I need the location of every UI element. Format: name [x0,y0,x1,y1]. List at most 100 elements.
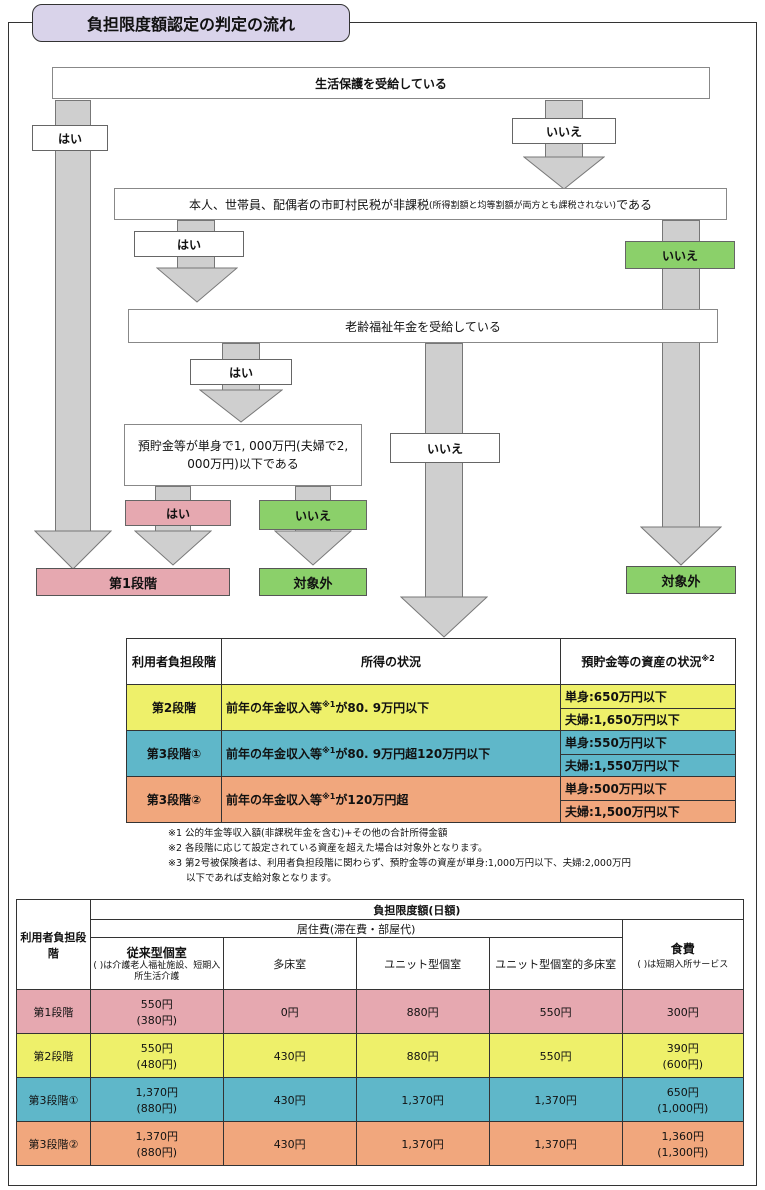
income-pre: 前年の年金収入等 [226,747,323,761]
header-stage: 利用者負担段階 [126,638,222,685]
cell: 1,370円 [355,1077,490,1122]
food-sub: ( )は短期入所サービス [637,959,729,970]
income-pre: 前年の年金収入等 [226,701,323,715]
cell: 1,370円 [488,1121,623,1166]
val: 390円 [666,1041,699,1055]
question-old-age-pension: 老齢福祉年金を受給している [128,309,718,343]
income-sup: ※1 [322,792,336,801]
table-row: 第2段階 550円 (480円) 430円 880円 550円 390円 (600円… [16,1033,745,1078]
header-col-private: 従来型個室( )は介護老人福祉施設、短期入所生活介護 [89,937,224,990]
val-sub: (380円) [136,1013,178,1027]
cell: 430円 [222,1077,357,1122]
arrow-head [34,530,112,570]
stage-cell: 第3段階② [126,776,222,823]
income-cell: 前年の年金収入等※1が80. 9万円超120万円以下 [221,730,561,777]
header-limit: 負担限度額(日額) [89,899,745,920]
cell: 550円 [488,1033,623,1078]
cell: 0円 [222,989,357,1034]
arrow-head [199,389,283,423]
result-stage-1: 第1段階 [36,568,230,596]
label-no: いいえ [625,241,735,269]
question-tax-exempt: 本人、世帯員、配偶者の市町村民税が非課税(所得割額と均等割額が両方とも課税されな… [114,188,727,220]
table-row: 第3段階① 前年の年金収入等※1が80. 9万円超120万円以下 単身:550万… [126,730,736,777]
stage-cell: 第3段階① [126,730,222,777]
single-cell: 単身:500万円以下 [560,776,736,801]
outer-frame [8,22,757,1186]
header-assets: 預貯金等の資産の状況※2 [560,638,736,685]
arrow-body [425,343,463,599]
cell: 550円 [488,989,623,1034]
col-main: 従来型個室 [126,946,187,960]
header-assets-sup: ※2 [701,654,715,663]
arrow-head [274,530,352,566]
cell: 1,370円 (880円) [89,1121,224,1166]
note-2: ※2 各段階に応じて設定されている資産を超えた場合は対象外となります。 [168,843,488,854]
food-cell: 650円(1,000円) [621,1077,745,1122]
arrow-head [156,267,238,303]
label-yes: はい [125,500,231,526]
header-assets-label: 預貯金等の資産の状況 [581,655,702,669]
val: 1,370円 [135,1129,179,1143]
arrow-body [55,100,91,532]
arrow-head [523,156,605,190]
cell: 550円 (380円) [89,989,224,1034]
val: 550円 [140,1041,173,1055]
label-no: いいえ [259,500,367,530]
val: 1,370円 [135,1085,179,1099]
couple-cell: 夫婦:1,650万円以下 [560,708,736,731]
val-sub: (880円) [136,1101,178,1115]
income-post: が80. 9万円超120万円以下 [335,747,491,761]
cell: 880円 [355,989,490,1034]
table-row: 第2段階 前年の年金収入等※1が80. 9万円以下 単身:650万円以下 [126,684,736,731]
label-no: いいえ [512,118,616,144]
val: 1,360円 [661,1129,705,1143]
note-3: ※3 第2号被保険者は、利用者負担段階に関わらず、預貯金等の資産が単身:1,00… [168,858,632,869]
header-housing: 居住費(滞在費・部屋代) [89,919,623,938]
header-col-unit-private: ユニット型個室 [355,937,490,990]
label-yes: はい [134,231,244,257]
income-sup: ※1 [322,746,336,755]
table-row: 第3段階① 1,370円(880円) 430円 1,370円 1,370円 65… [16,1077,745,1122]
cell: 880円 [355,1033,490,1078]
table-row: 第1段階 550円(380円) 0円 880円 550円 300円 [16,989,745,1034]
stage-cell: 第2段階 [16,1033,91,1078]
table-row: 第3段階② 1,370円(880円) 430円 1,370円 1,370円 1,… [16,1121,745,1166]
val-sub: (1,300円) [657,1145,709,1159]
question-savings: 預貯金等が単身で1, 000万円(夫婦で2, 000万円)以下である [124,424,362,486]
single-cell: 単身:650万円以下 [560,684,736,709]
food-label: 食費 [670,941,695,956]
header-stage: 利用者負担段階 [16,899,91,990]
income-asset-table: 利用者負担段階 所得の状況 預貯金等の資産の状況※2 第2段階 前年の年金収入等… [126,638,736,823]
arrow-head [134,530,212,566]
val: 550円 [140,997,173,1011]
arrow-head [640,526,722,566]
income-post: が120万円超 [335,793,409,807]
val-sub: (480円) [136,1057,178,1071]
table-row: 第3段階② 前年の年金収入等※1が120万円超 単身:500万円以下 [126,776,736,823]
couple-cell: 夫婦:1,550万円以下 [560,754,736,777]
q2-note: (所得割額と均等割額が両方とも課税されない) [429,200,617,211]
label-yes: はい [190,359,292,385]
val-sub: (600円) [662,1057,704,1071]
stage-cell: 第2段階 [126,684,222,731]
page-title: 負担限度額認定の判定の流れ [32,4,350,42]
val-sub: (1,000円) [657,1101,709,1115]
income-cell: 前年の年金収入等※1が120万円超 [221,776,561,823]
question-welfare: 生活保護を受給している [52,67,710,99]
cell: 430円 [222,1121,357,1166]
label-no: いいえ [390,433,500,463]
result-exempt: 対象外 [259,568,367,596]
footnotes: ※1 公的年金等収入額(非課税年金を含む)+その他の合計所得金額 ※2 各段階に… [168,826,748,886]
note-3-cont: 以下であれば支給対象となります。 [186,873,337,884]
food-cell: 390円 (600円) [621,1033,745,1078]
burden-limit-table: 利用者負担段階 負担限度額(日額) 居住費(滞在費・部屋代) 食費 ( )は短期入… [16,899,745,1166]
income-post: が80. 9万円以下 [335,701,430,715]
stage-cell: 第1段階 [16,989,91,1034]
cell: 1,370円 [355,1121,490,1166]
label-yes: はい [32,125,108,151]
income-pre: 前年の年金収入等 [226,793,323,807]
header-col-shared: 多床室 [222,937,357,990]
cell: 430円 [222,1033,357,1078]
val-sub: (880円) [136,1145,178,1159]
header-food: 食費 ( )は短期入所サービス [621,919,745,990]
